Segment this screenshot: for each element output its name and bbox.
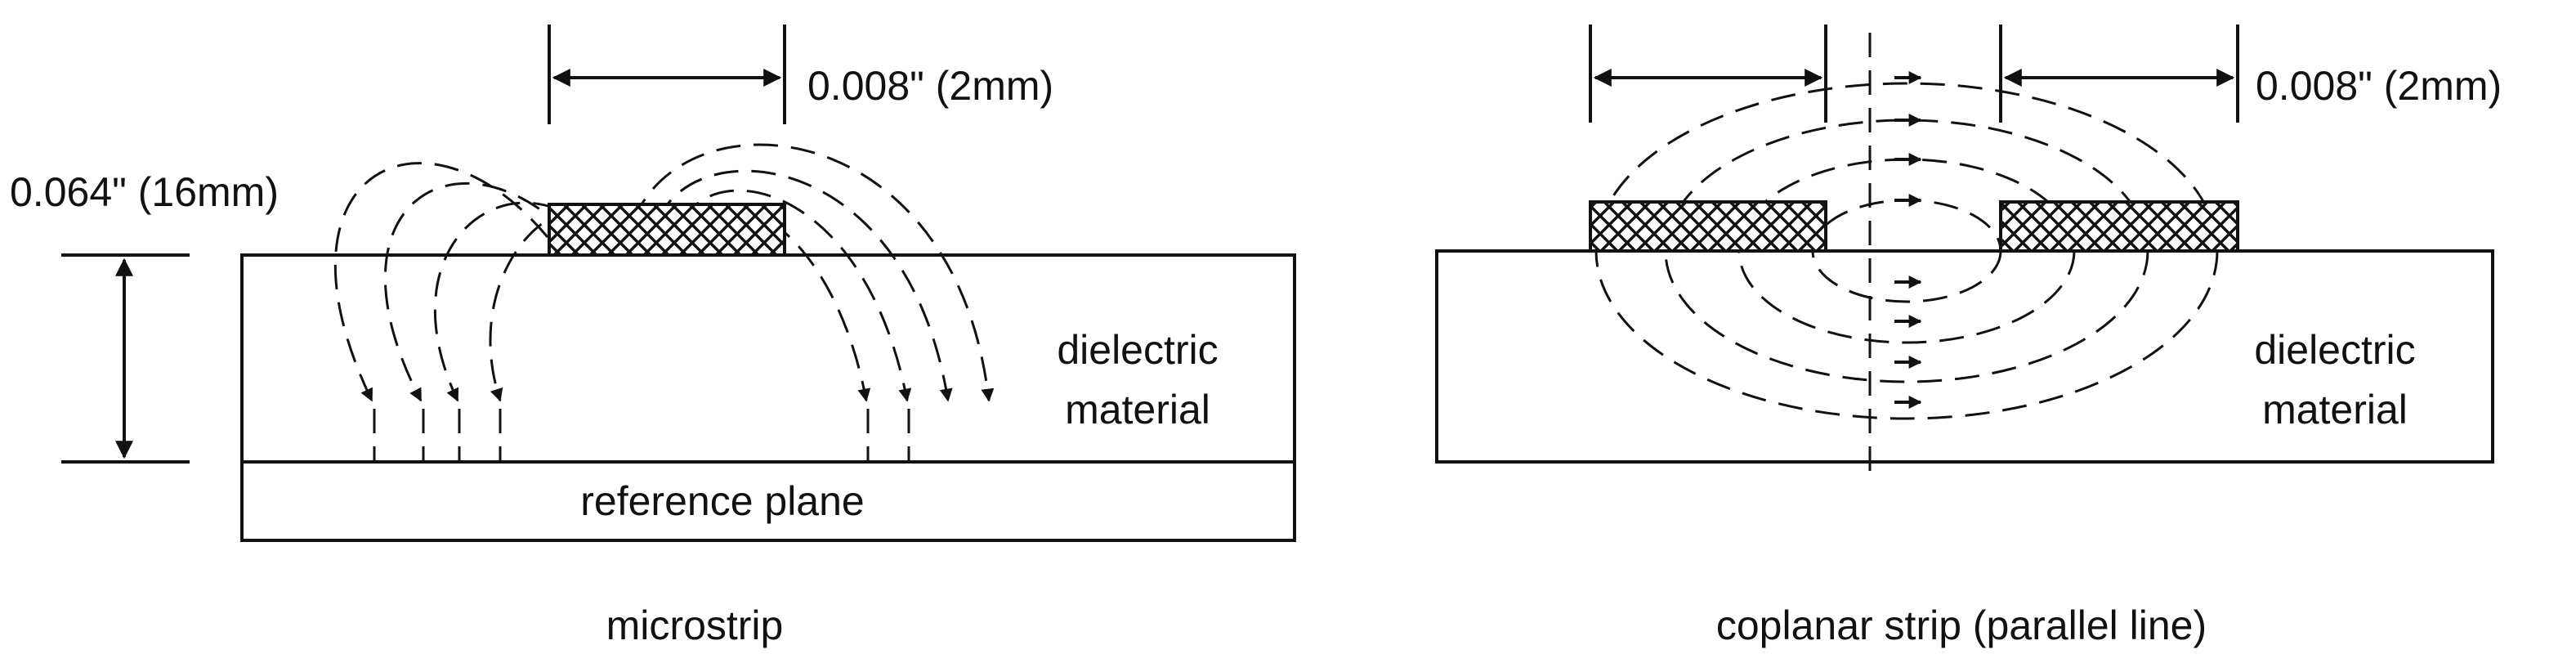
coplanar-width-dimension [1589, 25, 2239, 123]
reference-plane-label: reference plane [580, 478, 864, 524]
coplanar-diagram: 0.008" (2mm) dielectric material coplana… [1435, 25, 2502, 648]
microstrip-width-dimension [548, 25, 786, 124]
thickness-dimension [61, 253, 190, 464]
microstrip-thickness-label: 0.064" (16mm) [10, 169, 279, 215]
microstrip-reference-plane [240, 460, 1296, 542]
coplanar-width-label: 0.008" (2mm) [2256, 63, 2502, 109]
microstrip-conductor [548, 203, 786, 257]
microstrip-dielectric-label-1: dielectric [1057, 327, 1218, 373]
coplanar-dielectric-label-1: dielectric [2254, 327, 2415, 373]
microstrip-caption: microstrip [606, 603, 784, 648]
coplanar-conductor-left [1589, 200, 1827, 253]
coplanar-dielectric-label-2: material [2262, 387, 2408, 432]
microstrip-dielectric-label-2: material [1065, 387, 1210, 432]
microstrip-dielectric [240, 253, 1296, 464]
microstrip-diagram: 0.008" (2mm) 0.064" (16mm) dielectric ma… [10, 25, 1296, 648]
coplanar-caption: coplanar strip (parallel line) [1716, 603, 2207, 648]
coplanar-conductor-right [1999, 200, 2239, 253]
coplanar-dielectric [1435, 249, 2494, 464]
microstrip-width-label: 0.008" (2mm) [807, 63, 1053, 109]
